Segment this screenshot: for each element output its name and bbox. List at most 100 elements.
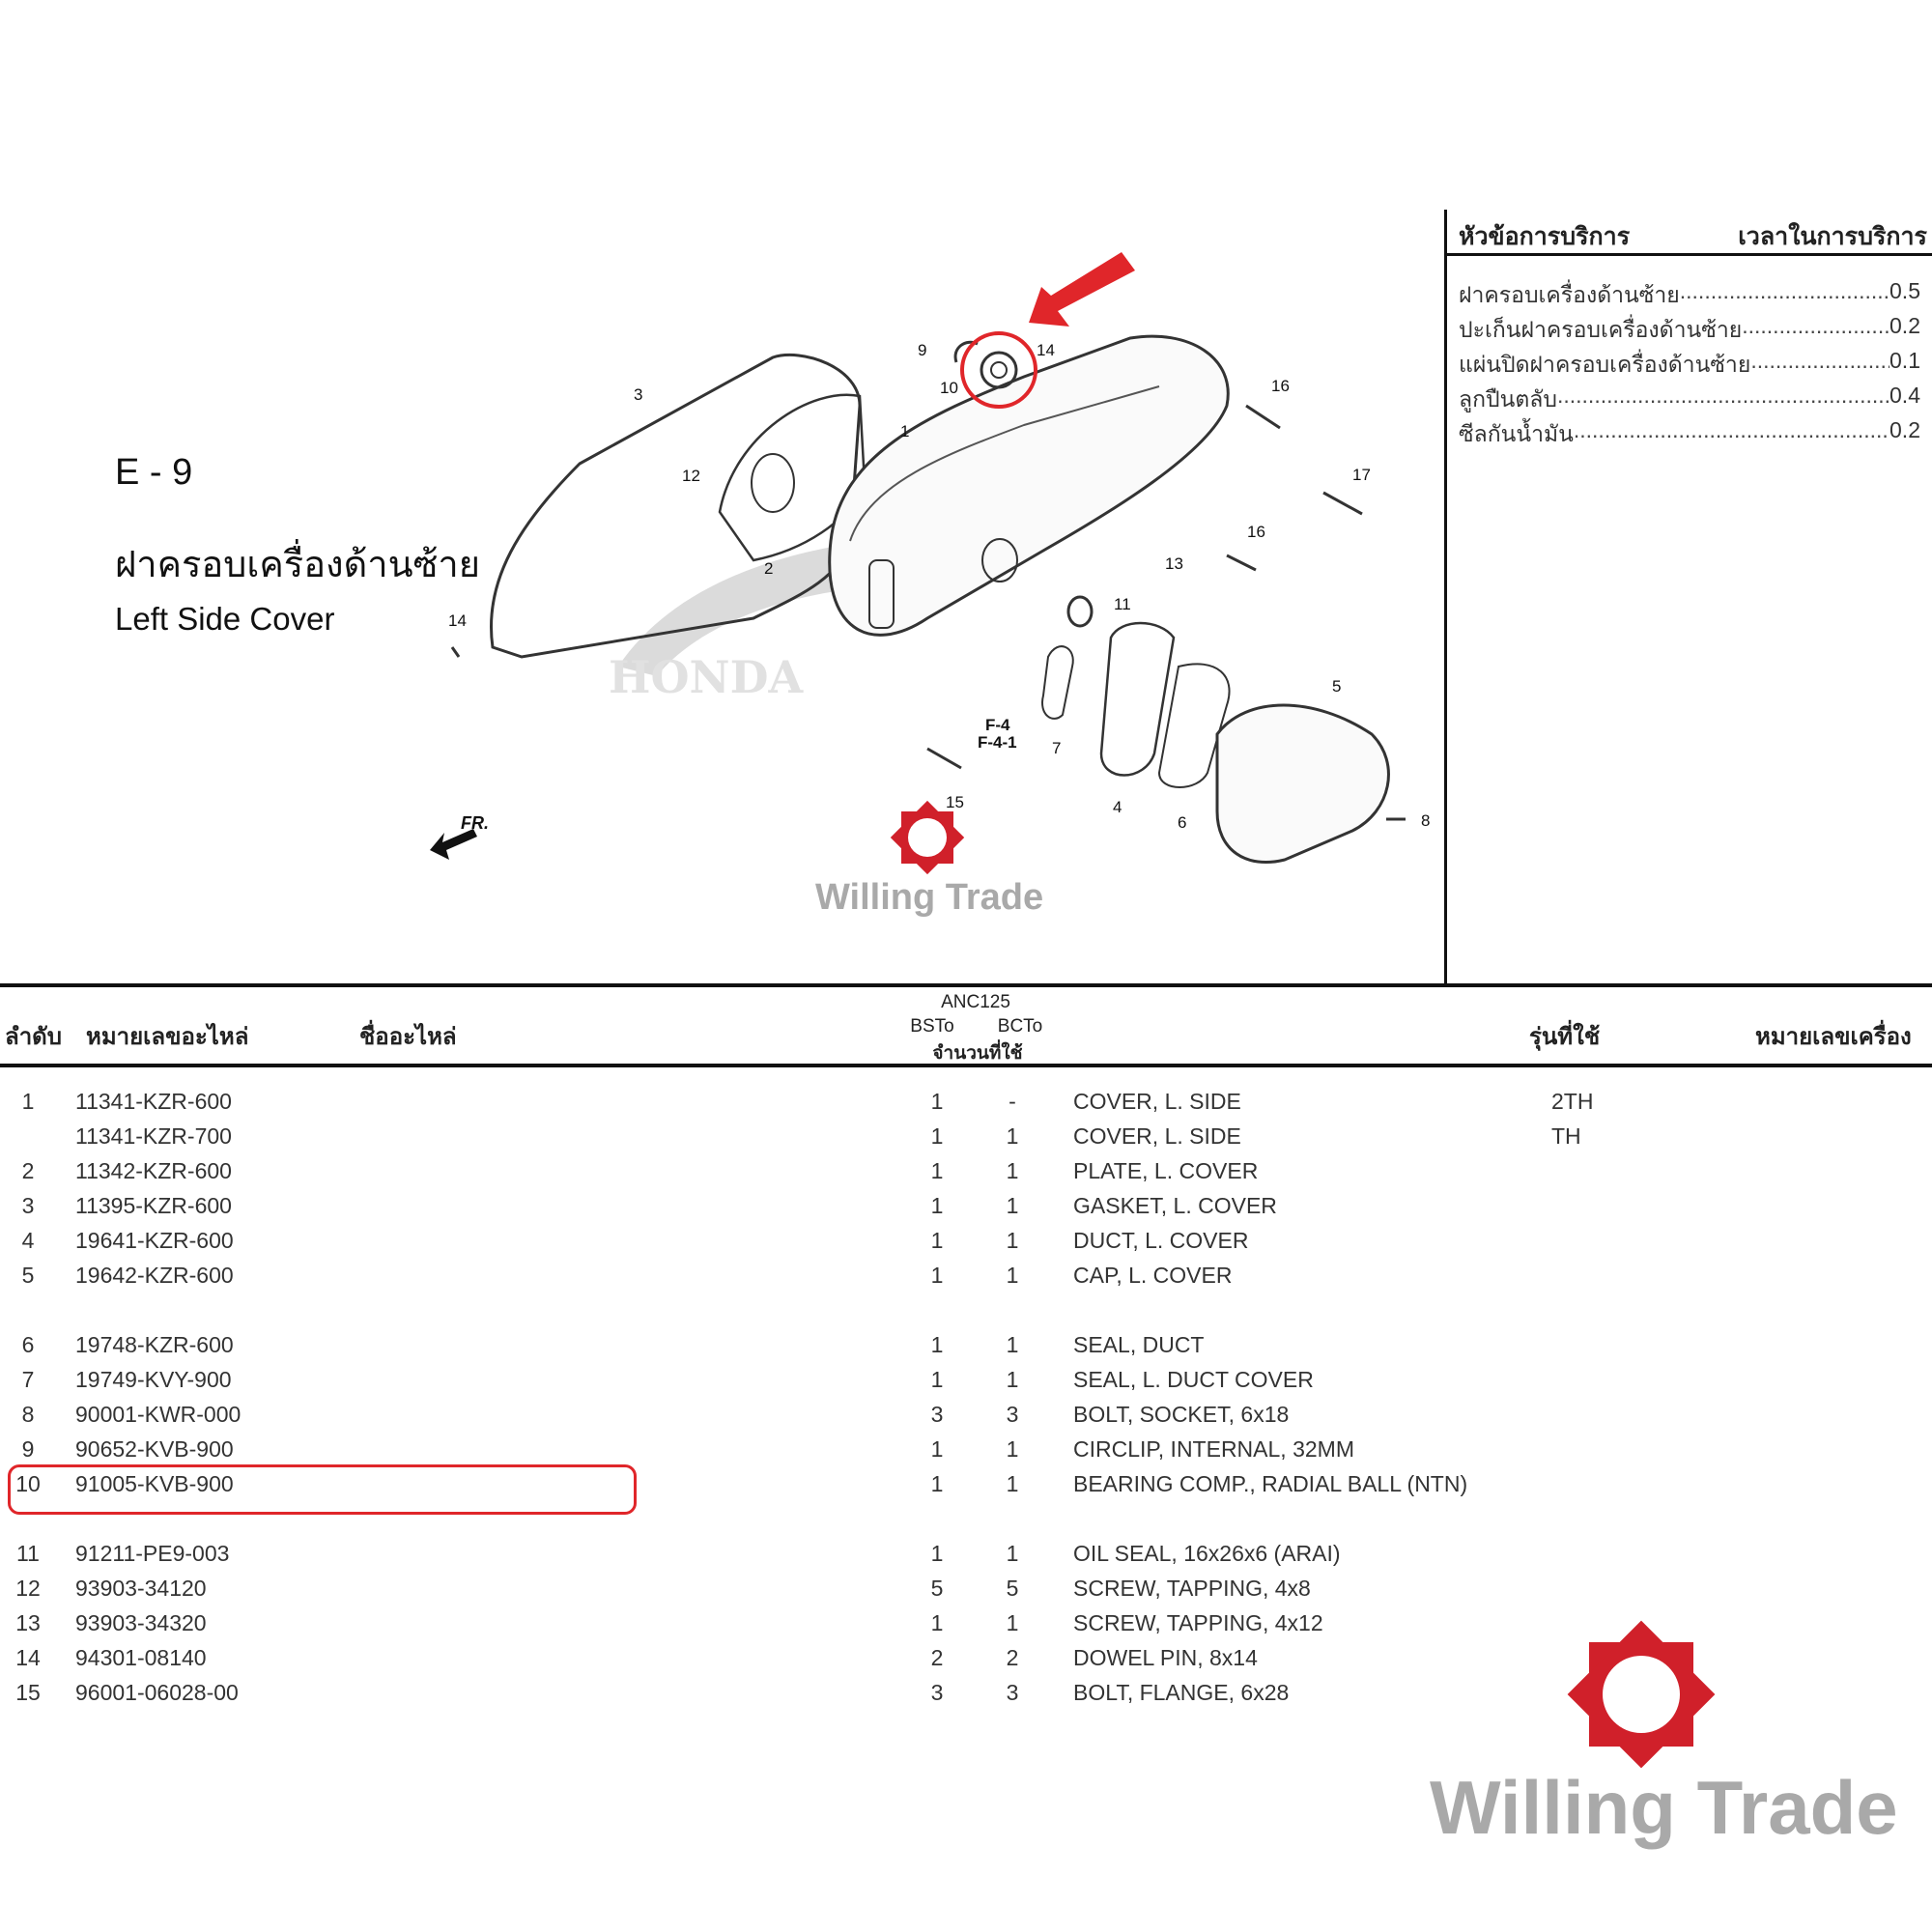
row-number: 9 (21, 1436, 35, 1462)
row-number: 3 (21, 1193, 35, 1218)
callout: 14 (448, 611, 467, 630)
model-code: 2TH (1551, 1089, 1594, 1114)
cap-part (1215, 703, 1390, 865)
table-row[interactable]: 9 90652-KVB-900 คลิ๊ปล็อคตัวใน, 32 มม. 1… (0, 1436, 1932, 1471)
divider (1446, 253, 1932, 256)
col-header-model-group: ANC125 (941, 992, 1010, 1012)
service-header: หัวข้อการบริการ เวลาในการบริการ (1459, 217, 1932, 254)
qty-bst: 1 (930, 1158, 944, 1183)
callout: 16 (1247, 523, 1265, 541)
bolts (450, 404, 1406, 821)
part-number: 11341-KZR-700 (75, 1123, 232, 1149)
callout: 11 (1114, 595, 1131, 613)
service-item-label: ซีลกันน้ำมัน (1459, 421, 1574, 446)
exploded-parts-diagram: HONDA FR. F-4 F-4-1 9 10 14 16 17 16 13 … (430, 252, 1430, 865)
part-name-english: DUCT, L. COVER (1073, 1228, 1249, 1253)
callout: 10 (940, 379, 958, 397)
row-number: 10 (15, 1471, 41, 1496)
highlight-circle (960, 331, 1037, 409)
part-number: 96001-06028-00 (75, 1680, 239, 1705)
row-number: 14 (15, 1645, 41, 1670)
part-number: 19641-KZR-600 (75, 1228, 234, 1253)
qty-bst: 2 (930, 1645, 944, 1670)
part-name-english: OIL SEAL, 16x26x6 (ARAI) (1073, 1541, 1341, 1566)
service-topic-header: หัวข้อการบริการ (1459, 223, 1631, 250)
model-code: TH (1551, 1123, 1581, 1149)
table-row[interactable]: 10 91005-KVB-900 ลูกปืนตลับ (NTN) 1 1 BE… (0, 1471, 1932, 1506)
part-name-english: COVER, L. SIDE (1073, 1089, 1241, 1114)
front-label: FR. (461, 813, 489, 833)
callout: 9 (918, 341, 926, 359)
table-row[interactable]: 11341-KZR-700 ฝาครอบเครื่องด้านซ้าย 1 1 … (0, 1123, 1932, 1158)
qty-bst: 1 (930, 1089, 944, 1114)
service-item-time: 0.2 (1889, 417, 1920, 442)
qty-bct: 2 (1006, 1645, 1019, 1670)
qty-bst: 1 (930, 1471, 944, 1496)
table-row[interactable]: 13 93903-34320 สกรูเกลียวปล่อย, 4x12 1 1… (0, 1610, 1932, 1645)
qty-bst: 1 (930, 1332, 944, 1357)
table-row[interactable]: 11 91211-PE9-003 ซีลกันน้ำมัน, 16x26x6 (… (0, 1541, 1932, 1576)
part-number: 93903-34120 (75, 1576, 207, 1601)
part-number: 11341-KZR-600 (75, 1089, 232, 1114)
table-row[interactable]: 1 11341-KZR-600 ฝาครอบเครื่องด้านซ้าย 1 … (0, 1089, 1932, 1123)
table-row[interactable]: 5 19642-KZR-600 แผ่นปิดฝาครอบเครื่องด้าน… (0, 1263, 1932, 1297)
highlighted-row-box (8, 1464, 637, 1515)
row-number: 7 (21, 1367, 35, 1392)
qty-bct: - (1009, 1089, 1016, 1114)
col-header-bst: BSTo (910, 1016, 954, 1037)
part-number: 90652-KVB-900 (75, 1436, 234, 1462)
willing-trade-logo-large (1567, 1620, 1716, 1769)
callout: 4 (1113, 798, 1122, 816)
qty-bct: 1 (1006, 1228, 1019, 1253)
ref-f4-1[interactable]: F-4-1 (978, 733, 1017, 752)
table-top-rule (0, 983, 1932, 987)
qty-bst: 5 (930, 1576, 944, 1601)
part-name-english: GASKET, L. COVER (1073, 1193, 1277, 1218)
callout: 16 (1271, 377, 1290, 395)
table-row[interactable]: 15 96001-06028-00 โบ้ลท์หน้าแปลน, 6x28 3… (0, 1680, 1932, 1715)
table-row[interactable]: 7 19749-KVY-900 ซีล 1 1 SEAL, L. DUCT CO… (0, 1367, 1932, 1402)
front-arrow-icon (430, 829, 477, 860)
ref-f4[interactable]: F-4 (985, 716, 1010, 734)
left-side-cover-part (828, 334, 1230, 637)
leader-dots (1557, 383, 1889, 417)
table-row[interactable]: 2 11342-KZR-600 แผ่นรองฝาครอบเครื่องด้าน… (0, 1158, 1932, 1193)
row-number: 2 (21, 1158, 35, 1183)
service-time-header: เวลาในการบริการ (1738, 223, 1927, 250)
service-item-label: ปะเก็นฝาครอบเครื่องด้านซ้าย (1459, 317, 1743, 342)
col-header-part-no: หมายเลขอะไหล่ (86, 1024, 249, 1050)
table-row[interactable]: 3 11395-KZR-600 ปะเก็นฝาครอบเครื่องด้านซ… (0, 1193, 1932, 1228)
col-header-no: ลำดับ (5, 1024, 63, 1050)
table-row[interactable]: 6 19748-KZR-600 ซีล 1 1 SEAL, DUCT (0, 1332, 1932, 1367)
table-row[interactable]: 12 93903-34120 สกรูเกลียวปล่อย, 4x8 5 5 … (0, 1576, 1932, 1610)
row-number: 6 (21, 1332, 35, 1357)
col-header-name: ชื่ออะไหล่ (359, 1024, 457, 1050)
qty-bct: 5 (1006, 1576, 1019, 1601)
table-row[interactable]: 14 94301-08140 ปลอกสลัก, 8x14 2 2 DOWEL … (0, 1645, 1932, 1680)
callout: 7 (1052, 739, 1061, 757)
table-row[interactable]: 4 19641-KZR-600 ฝาครอบดักอากาศด้านซ้าย 1… (0, 1228, 1932, 1263)
qty-bct: 1 (1006, 1367, 1019, 1392)
row-number: 5 (21, 1263, 35, 1288)
table-header-rule (0, 1064, 1932, 1067)
qty-bst: 1 (930, 1436, 944, 1462)
qty-bst: 1 (930, 1228, 944, 1253)
table-row[interactable]: 8 90001-KWR-000 โบ้ลท์, 6x18 3 3 BOLT, S… (0, 1402, 1932, 1436)
service-item-label: ฝาครอบเครื่องด้านซ้าย (1459, 282, 1680, 307)
callout-numbers: 9 10 14 16 17 16 13 11 3 12 1 2 14 5 7 4… (448, 341, 1430, 832)
row-number: 4 (21, 1228, 35, 1253)
honda-wing-watermark: HONDA (609, 541, 869, 703)
callout: 3 (634, 385, 642, 404)
service-item-label: แผ่นปิดฝาครอบเครื่องด้านซ้าย (1459, 352, 1751, 377)
callout: 5 (1332, 677, 1341, 696)
part-name-english: BEARING COMP., RADIAL BALL (NTN) (1073, 1471, 1468, 1496)
callout: 6 (1178, 813, 1186, 832)
red-arrow-icon (1029, 252, 1135, 327)
part-number: 19748-KZR-600 (75, 1332, 234, 1357)
part-name-english: SCREW, TAPPING, 4x8 (1073, 1576, 1311, 1601)
divider-vertical (1444, 210, 1447, 985)
part-name-english: SEAL, DUCT (1073, 1332, 1205, 1357)
qty-bct: 1 (1006, 1158, 1019, 1183)
part-name-english: CAP, L. COVER (1073, 1263, 1233, 1288)
qty-bst: 1 (930, 1193, 944, 1218)
